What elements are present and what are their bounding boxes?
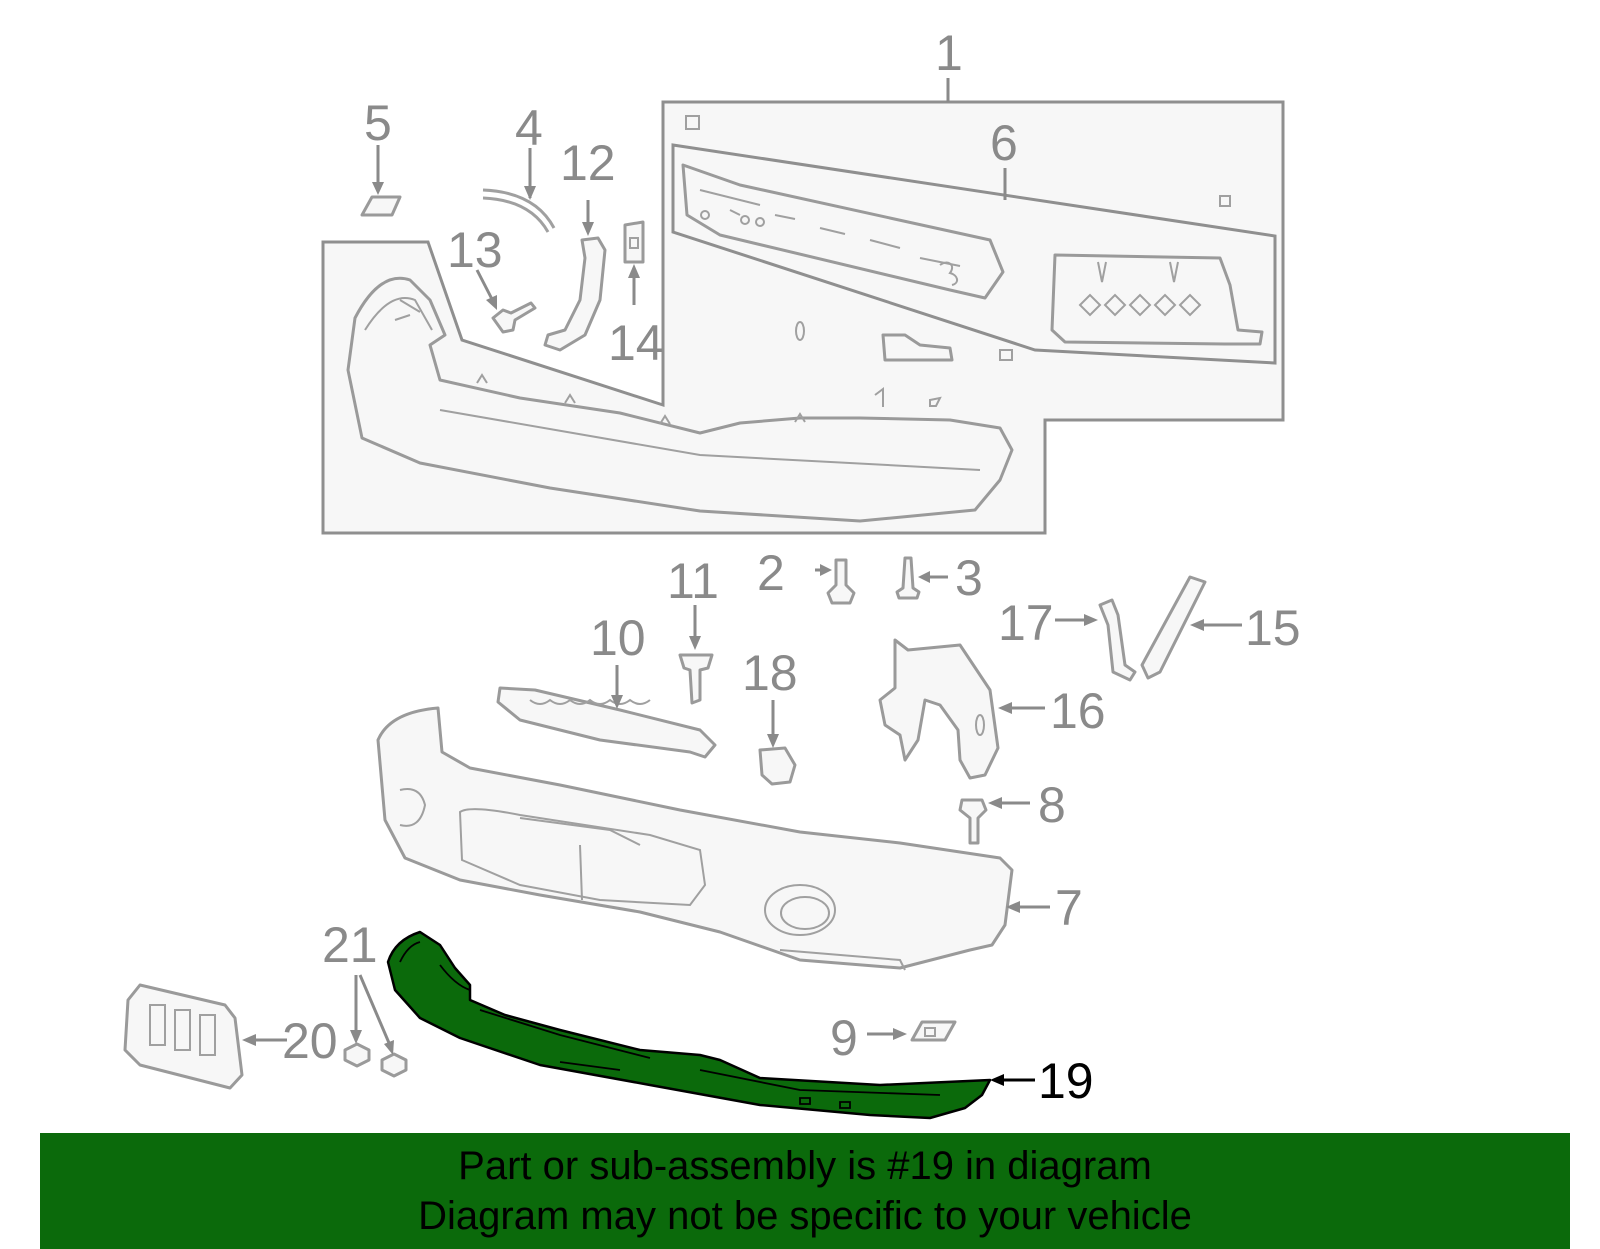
part-3-screw — [895, 556, 921, 600]
banner-line-2: Diagram may not be specific to your vehi… — [418, 1194, 1192, 1238]
part-21-clip-b — [380, 1052, 408, 1078]
callout-21: 21 — [322, 917, 378, 973]
part-14-nut — [623, 220, 645, 264]
part-2-bolt — [826, 558, 856, 605]
info-banner: Part or sub-assembly is #19 in diagram D… — [40, 1133, 1570, 1249]
part-18-clip — [758, 746, 797, 786]
part-10-absorber — [496, 686, 717, 759]
part-8-bolt — [958, 798, 988, 845]
callout-14: 14 — [608, 315, 664, 371]
energy-absorber — [1050, 253, 1264, 346]
callout-10: 10 — [590, 610, 646, 666]
callout-18: 18 — [742, 645, 798, 701]
banner-line-1: Part or sub-assembly is #19 in diagram — [458, 1144, 1152, 1188]
callout-15: 15 — [1245, 600, 1301, 656]
part-15-strip — [1140, 575, 1207, 680]
part-13-bolt — [491, 301, 537, 334]
callout-19: 19 — [1038, 1053, 1094, 1109]
impact-bar — [681, 163, 1005, 300]
callout-6: 6 — [990, 115, 1018, 171]
part-12-bracket — [543, 236, 607, 352]
callout-16: 16 — [1050, 683, 1106, 739]
part-7-bumper-cover — [376, 706, 1014, 970]
callout-1: 1 — [935, 25, 963, 81]
upper-bumper-cover — [346, 276, 1014, 523]
callout-8: 8 — [1038, 777, 1066, 833]
callout-12: 12 — [560, 135, 616, 191]
callout-13: 13 — [447, 222, 503, 278]
callout-2: 2 — [757, 545, 785, 601]
part-16-bracket — [878, 638, 1000, 780]
part-17-bracket — [1098, 598, 1137, 682]
part-9-clip — [910, 1020, 957, 1042]
callout-11: 11 — [667, 553, 719, 609]
part-11-pin — [678, 653, 714, 705]
part-21-clip-a — [343, 1042, 371, 1068]
callout-20: 20 — [282, 1013, 338, 1069]
part-19-valance — [386, 930, 992, 1120]
part-5-clip — [360, 195, 402, 217]
callout-9: 9 — [830, 1010, 858, 1066]
callout-3: 3 — [955, 550, 983, 606]
part-20-plate — [123, 983, 244, 1090]
callout-17: 17 — [998, 595, 1054, 651]
callout-4: 4 — [515, 100, 543, 156]
callout-5: 5 — [364, 95, 392, 151]
part-4-molding — [482, 188, 556, 233]
callout-7: 7 — [1055, 880, 1083, 936]
